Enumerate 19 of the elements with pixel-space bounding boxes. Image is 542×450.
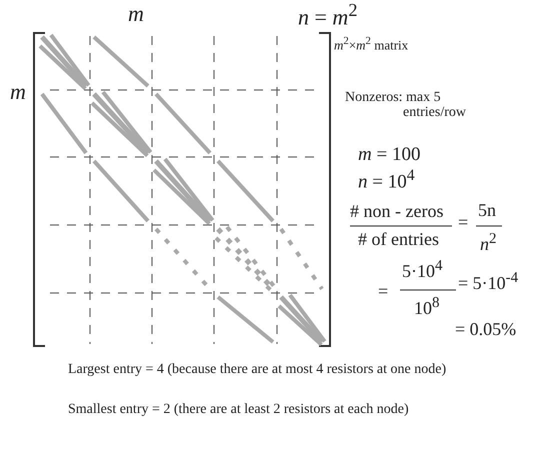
note-text: Smallest entry = 2 (there are at least 2 resistors at each node) (68, 402, 410, 418)
nonzeros-note: Nonzeros: max 5 entries/row (345, 90, 467, 121)
dimension-formula: n = m$^{2}$ (298, 0, 358, 30)
note-text: Largest entry = 4 (because there are at most 4 resistors at one node) (68, 362, 448, 378)
fraction-denominator: n$^{2}$ (480, 231, 496, 255)
result-value: = 5·10$^{-4}$ (458, 270, 518, 294)
result-value: = 0.05% (455, 320, 516, 340)
fraction-numerator: # non - zeros (350, 202, 444, 222)
fraction-denominator: # of entries (358, 230, 439, 250)
row-block-label: m (10, 80, 26, 104)
matrix-size-note: m$^{2}$×m$^{2}$ matrix (334, 36, 408, 53)
fraction-numerator: 5n (478, 201, 496, 221)
equals-sign: = (378, 282, 388, 302)
parameter-value: n = 10$^{4}$ (358, 167, 415, 194)
fraction-numerator: 5·10$^{4}$ (402, 258, 442, 282)
parameter-value: m = 100 (358, 145, 420, 166)
fraction-denominator: 10$^{8}$ (414, 295, 440, 319)
column-block-label: m (128, 2, 144, 26)
equals-sign: = (458, 213, 468, 233)
